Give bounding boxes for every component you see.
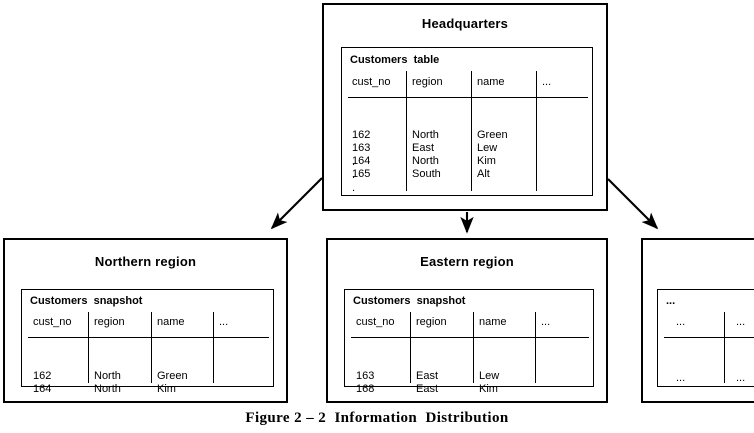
headquarters-panel-caption: Customers table xyxy=(350,54,440,66)
table-row: Kim xyxy=(477,129,501,194)
column-divider-1 xyxy=(724,312,725,383)
col-header-name: name xyxy=(157,316,185,328)
cell-name: Kim xyxy=(477,155,496,167)
table-row: ... xyxy=(676,346,700,411)
table-row: 162 xyxy=(33,344,57,409)
column-divider-1 xyxy=(88,312,89,383)
cell-cust-no: 162 xyxy=(33,370,52,382)
northern-panel-caption: Customers snapshot xyxy=(30,295,143,307)
table-row: 168 xyxy=(356,357,380,422)
col-header-region: region xyxy=(94,316,125,328)
cell-name: Green xyxy=(157,370,188,382)
table-row: North xyxy=(412,103,439,168)
col-header-region: region xyxy=(412,76,443,88)
cell-region: North xyxy=(94,370,121,382)
table-row: Alt xyxy=(477,142,501,207)
column-divider-1 xyxy=(410,312,411,383)
col-header-cust-no: cust_no xyxy=(356,316,395,328)
cell-cust-no: 163 xyxy=(356,370,375,382)
eastern-region-title: Eastern region xyxy=(420,254,514,269)
header-rule xyxy=(351,337,589,338)
cell-cust-no: 164 xyxy=(33,383,52,395)
cell-ellipsis-1: ... xyxy=(676,372,686,384)
table-row: ... xyxy=(736,346,754,411)
table-row: East xyxy=(416,344,440,409)
table-row: 163 xyxy=(352,116,376,181)
column-divider-1 xyxy=(406,71,407,191)
table-row: 164 xyxy=(352,129,376,194)
table-row: North xyxy=(94,357,121,422)
col-header-cust-no: cust_no xyxy=(33,316,72,328)
node-other-region: ... ... ... ... ... xyxy=(641,238,754,403)
col-header-ellipsis: ... xyxy=(219,316,229,328)
column-divider-3 xyxy=(213,312,214,383)
cell-cust-no: 162 xyxy=(352,129,371,141)
cell-cust-no: 168 xyxy=(356,383,375,395)
col-header-ellipsis-1: ... xyxy=(676,316,686,328)
cell-name: Kim xyxy=(157,383,176,395)
header-rule xyxy=(664,337,754,338)
headquarters-title: Headquarters xyxy=(421,16,509,31)
other-customers-snapshot: ... ... ... ... ... xyxy=(657,289,754,387)
cell-name: Kim xyxy=(479,383,498,395)
table-row: 162 xyxy=(352,103,376,168)
table-row: Kim xyxy=(157,357,181,422)
cell-name: Alt xyxy=(477,168,490,180)
header-rule xyxy=(28,337,269,338)
northern-region-title: Northern region xyxy=(94,254,197,269)
col-header-name: name xyxy=(477,76,505,88)
col-header-cust-no: cust_no xyxy=(352,76,391,88)
cell-region: East xyxy=(412,142,435,154)
cell-name: Green xyxy=(477,129,508,141)
eastern-customers-snapshot: Customers snapshot cust_no region name .… xyxy=(344,289,594,395)
column-divider-2 xyxy=(473,312,474,383)
col-header-ellipsis: ... xyxy=(542,76,552,88)
column-divider-2 xyxy=(471,71,472,191)
table-row: North xyxy=(94,344,121,409)
cell-cust-no: 163 xyxy=(352,142,371,154)
cell-region: North xyxy=(412,155,439,167)
column-divider-3 xyxy=(536,71,537,191)
figure-caption: Figure 2 – 2 Information Distribution xyxy=(245,410,509,426)
table-row: Lew xyxy=(477,116,501,181)
table-row: East xyxy=(416,357,440,422)
arrow-hq-to-northern xyxy=(270,177,323,230)
cell-name: Lew xyxy=(477,142,498,154)
cell-region: North xyxy=(94,383,121,395)
northern-customers-snapshot: Customers snapshot cust_no region name .… xyxy=(21,289,274,395)
cell-cust-no: 165 xyxy=(352,168,371,180)
arrow-hq-to-other xyxy=(607,178,659,230)
node-headquarters: Headquarters Customers table cust_no reg… xyxy=(322,3,608,211)
col-header-ellipsis: ... xyxy=(541,316,551,328)
cell-cust-no: 164 xyxy=(352,155,371,167)
table-row: North xyxy=(412,129,439,194)
table-row: Green xyxy=(477,103,508,168)
col-header-ellipsis-2: ... xyxy=(736,316,746,328)
cell-region: North xyxy=(412,129,439,141)
other-panel-caption: ... xyxy=(666,295,676,307)
cell-region: South xyxy=(412,168,441,180)
eastern-panel-caption: Customers snapshot xyxy=(353,295,466,307)
table-row: South xyxy=(412,142,441,207)
table-row: Lew xyxy=(479,344,503,409)
rows-continuation-dots: . . . xyxy=(352,156,356,194)
col-header-name: name xyxy=(479,316,507,328)
cell-region: East xyxy=(416,370,439,382)
table-row: East xyxy=(412,116,436,181)
table-row: 164 xyxy=(33,357,57,422)
table-row: Green xyxy=(157,344,188,409)
table-row: 165 xyxy=(352,142,376,207)
column-divider-3 xyxy=(535,312,536,383)
node-eastern-region: Eastern region Customers snapshot cust_n… xyxy=(326,238,608,403)
cell-ellipsis-2: ... xyxy=(736,372,746,384)
cell-name: Lew xyxy=(479,370,500,382)
table-row: Kim xyxy=(479,357,503,422)
cell-region: East xyxy=(416,383,439,395)
col-header-region: region xyxy=(416,316,447,328)
node-northern-region: Northern region Customers snapshot cust_… xyxy=(3,238,288,403)
header-rule xyxy=(348,97,588,98)
column-divider-2 xyxy=(151,312,152,383)
table-row: 163 xyxy=(356,344,380,409)
headquarters-customers-table: Customers table cust_no region name ... … xyxy=(341,47,593,196)
